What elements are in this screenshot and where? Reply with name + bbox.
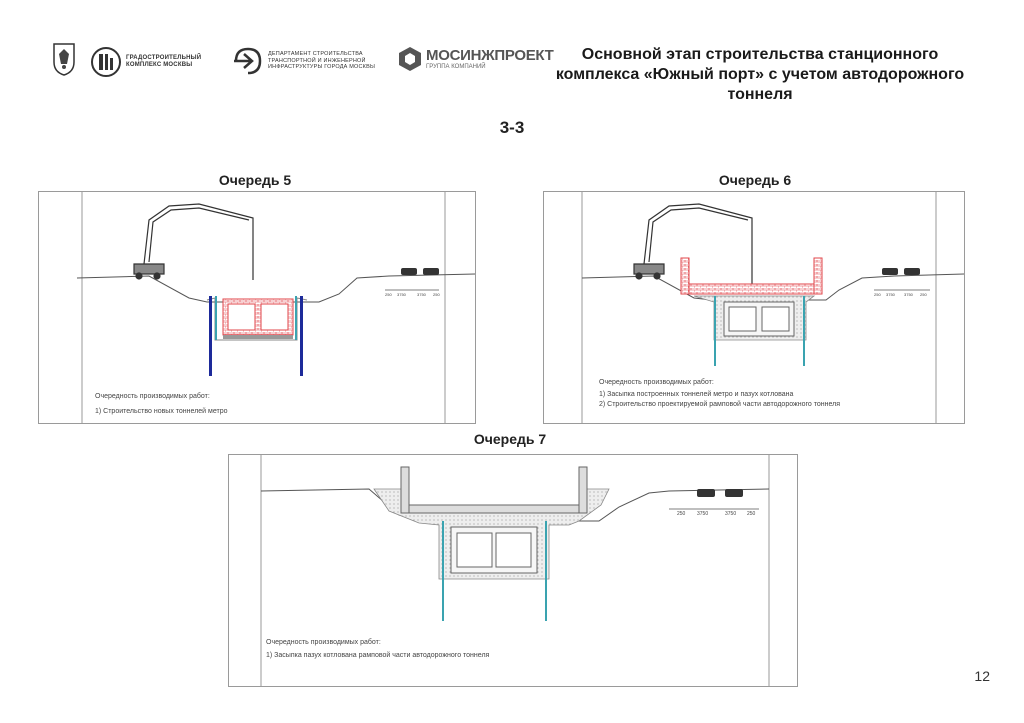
page-title: Основной этап строительства станционного… [555, 46, 965, 103]
page-number: 12 [974, 668, 990, 684]
mosinzhproekt-logo: МОСИНЖПРОЕКТ ГРУППА КОМПАНИЙ [398, 46, 554, 72]
stage-5-dim-2: 3750 [417, 292, 427, 297]
stage-6-panel: 250 3750 3750 250 Очередность производим… [543, 191, 965, 424]
stage-5-dim-3: 250 [433, 292, 440, 297]
stage-6-note-2: 2) Строительство проектируемой рамповой … [599, 401, 840, 408]
stage-7-metro-tunnels [450, 526, 538, 574]
stage-6-piles [714, 296, 805, 366]
mosinzhproekt-logo-subtext: ГРУППА КОМПАНИЙ [426, 64, 486, 70]
mosinzhproekt-emblem-icon [399, 47, 421, 71]
stage-6-dim-1: 3750 [886, 292, 896, 297]
stage-7-dim-1: 3750 [697, 511, 708, 517]
stage-6-metro-tunnels [723, 301, 795, 337]
stage-6-drawing: 250 3750 3750 250 [581, 192, 965, 423]
mosinzhproekt-logo-text: МОСИНЖПРОЕКТ [426, 47, 554, 64]
stage-7-drawing: 250 3750 3750 250 [260, 455, 770, 686]
stage-6-concrete-pump [633, 203, 753, 284]
stage-7-road-cars [669, 489, 759, 510]
stage-7-dim-3: 250 [747, 511, 756, 517]
department-logo: ДЕПАРТАМЕНТ СТРОИТЕЛЬСТВА ТРАНСПОРТНОЙ И… [232, 45, 394, 77]
stage-6-note-1: 1) Засыпка построенных тоннелей метро и … [599, 391, 794, 398]
moscow-coat-of-arms [52, 42, 76, 81]
stage-6-dim-3: 250 [920, 292, 927, 297]
stage-6-ramp-frame [680, 257, 823, 295]
stage-7-panel: 250 3750 3750 250 Очередность производим… [228, 454, 798, 687]
stage-7-note-1: 1) Засыпка пазух котлована рамповой част… [266, 652, 490, 659]
gradostroitelny-logo-text: ГРАДОСТРОИТЕЛЬНЫЙ КОМПЛЕКС МОСКВЫ [126, 55, 202, 68]
stage-5-label: Очередь 5 [218, 172, 292, 188]
stage-5-dim-1: 3750 [397, 292, 407, 297]
stage-5-drawing: 250 3750 3750 250 [76, 192, 476, 423]
stage-5-new-metro-tunnels [222, 298, 294, 339]
stage-5-notes-title: Очередность производимых работ: [95, 393, 210, 400]
department-logo-text: ДЕПАРТАМЕНТ СТРОИТЕЛЬСТВА ТРАНСПОРТНОЙ И… [268, 51, 376, 71]
stage-5-panel: 250 3750 3750 250 Очередность производим… [38, 191, 476, 424]
stage-7-notes-title: Очередность производимых работ: [266, 639, 381, 646]
stage-6-notes-title: Очередность производимых работ: [599, 379, 714, 386]
stage-7-dim-2: 3750 [725, 511, 736, 517]
stage-5-note-1: 1) Строительство новых тоннелей метро [95, 408, 228, 415]
stage-6-dim-0: 250 [874, 292, 881, 297]
stage-6-road-cars [874, 268, 930, 291]
stage-5-road-cars [385, 268, 439, 291]
stage-5-concrete-pump [133, 203, 254, 280]
stage-5-dim-0: 250 [385, 292, 392, 297]
gradostroitelny-logo: ГРАДОСТРОИТЕЛЬНЫЙ КОМПЛЕКС МОСКВЫ [90, 46, 208, 78]
stage-5-piles [209, 296, 303, 376]
gradostroitelny-emblem-icon [91, 47, 121, 77]
stage-7-label: Очередь 7 [473, 431, 547, 447]
department-emblem-icon [234, 47, 262, 75]
stage-6-dim-2: 3750 [904, 292, 914, 297]
stage-6-label: Очередь 6 [718, 172, 792, 188]
stage-7-dim-0: 250 [677, 511, 686, 517]
stage-7-piles [442, 521, 547, 621]
section-label: 3-3 [499, 118, 525, 137]
stage-7-ramp-frame [400, 466, 588, 514]
